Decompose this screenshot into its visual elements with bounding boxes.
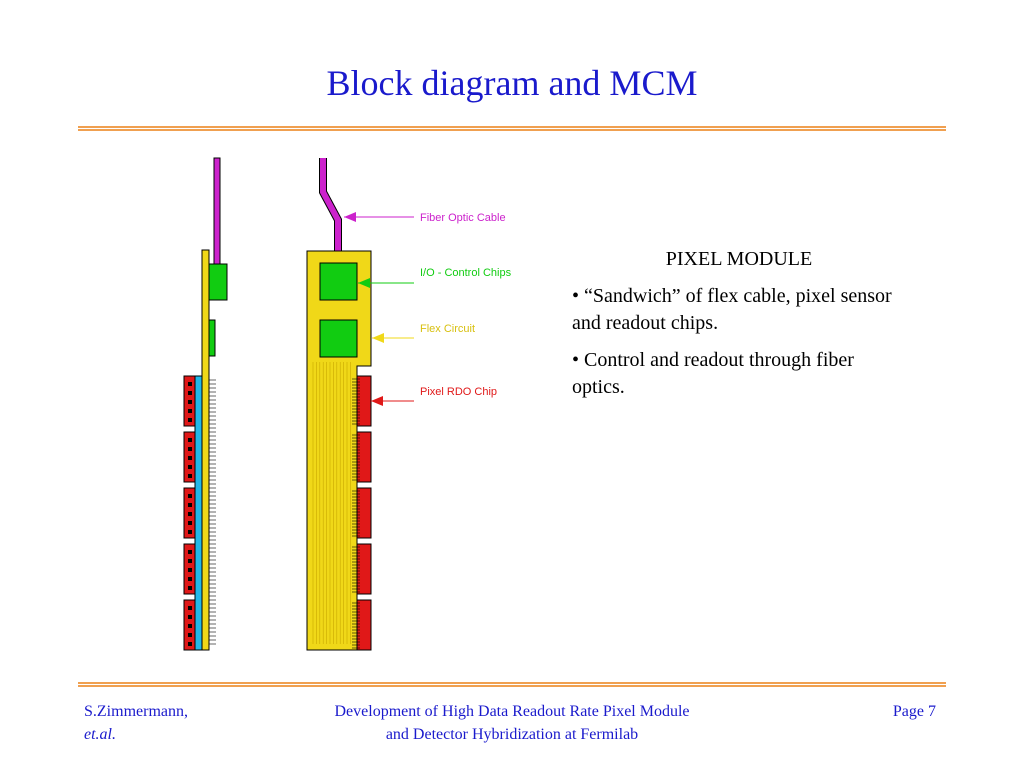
top-rdo-chips — [352, 375, 372, 651]
side-rdo-chip — [183, 599, 196, 651]
footer-title-line-2: and Detector Hybridization at Fermilab — [385, 726, 639, 743]
footer-author-name: S.Zimmermann, — [84, 703, 188, 720]
label-pixel-rdo-chip: Pixel RDO Chip — [420, 386, 497, 398]
side-rdo-chip — [183, 375, 196, 427]
label-fiber-optic-cable: Fiber Optic Cable — [420, 212, 506, 224]
top-view — [306, 158, 372, 651]
callout-pixel-rdo-chip: Pixel RDO Chip — [371, 386, 497, 406]
label-io-control-chips: I/O - Control Chips — [420, 267, 512, 279]
side-view — [183, 157, 228, 651]
side-pixel-sensor — [194, 375, 203, 651]
callout-flex-circuit: Flex Circuit — [372, 323, 475, 343]
side-rdo-chips — [183, 375, 196, 651]
top-rdo-chip — [352, 543, 372, 595]
callout-fiber-optic-cable: Fiber Optic Cable — [344, 212, 506, 224]
module-bullet-1: • “Sandwich” of flex cable, pixel sensor… — [572, 285, 892, 334]
top-rdo-chip — [352, 487, 372, 539]
top-rdo-chip — [352, 431, 372, 483]
top-divider — [78, 126, 946, 131]
top-io-chip-2 — [319, 319, 358, 358]
callout-io-control-chips: I/O - Control Chips — [358, 267, 512, 288]
side-io-chip-2 — [208, 319, 216, 357]
top-io-chip-1 — [319, 262, 358, 301]
footer-author: S.Zimmermann, et.al. — [84, 700, 264, 746]
side-fiber-optic-cable — [213, 157, 221, 265]
slide-title: Block diagram and MCM — [326, 63, 698, 103]
side-io-chip-1 — [208, 263, 228, 301]
pixel-module-text: PIXEL MODULE • “Sandwich” of flex cable,… — [572, 246, 902, 411]
side-rdo-chip — [183, 487, 196, 539]
top-fiber-optic-cable — [320, 158, 341, 264]
side-flex-circuit — [201, 249, 210, 651]
bottom-divider — [78, 682, 946, 687]
footer-author-suffix: et.al. — [84, 726, 116, 743]
footer-presentation-title: Development of High Data Readout Rate Pi… — [262, 700, 762, 746]
flex-trace-lines — [312, 362, 351, 644]
module-bullet-2: • Control and readout through fiber opti… — [572, 349, 854, 398]
footer-title-line-1: Development of High Data Readout Rate Pi… — [334, 703, 690, 720]
side-rdo-chip — [183, 431, 196, 483]
footer-page-number: Page 7 — [892, 703, 936, 720]
side-rdo-chip — [183, 543, 196, 595]
side-connector-ticks — [209, 379, 216, 645]
top-rdo-chip — [352, 375, 372, 427]
label-flex-circuit: Flex Circuit — [420, 323, 475, 335]
top-rdo-chip — [352, 599, 372, 651]
module-heading: PIXEL MODULE — [665, 248, 813, 270]
